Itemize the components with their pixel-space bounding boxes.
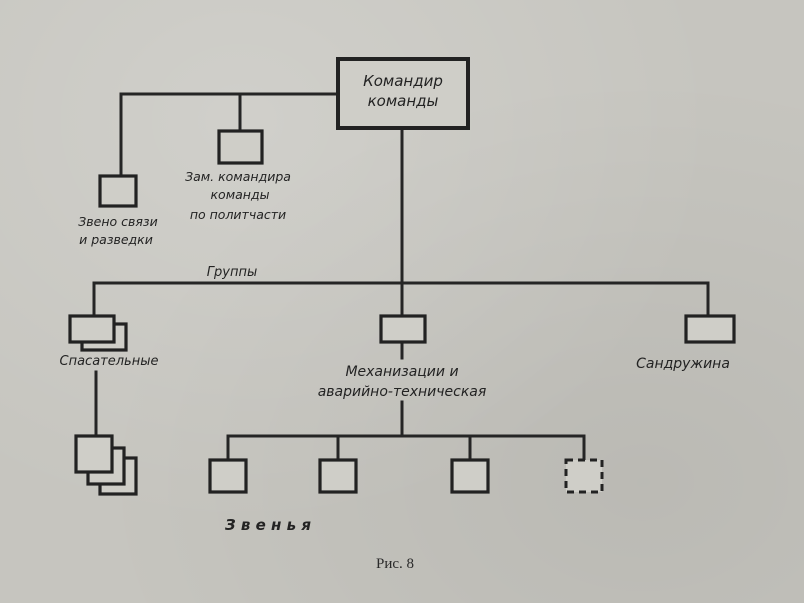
unit-box-3 [450, 458, 490, 494]
commander-box [336, 57, 470, 130]
commander-label-line2: команды [368, 92, 439, 110]
rescue-label: Спасательные [60, 354, 159, 369]
rescue-unit-front [74, 434, 114, 474]
medical-label: Сандружина [636, 356, 730, 372]
deputy-box [217, 129, 264, 165]
commander-label-line1: Командир [363, 72, 443, 90]
units-label: З в е н ь я [225, 516, 311, 534]
unit-box-2 [318, 458, 358, 494]
connector-top [119, 92, 340, 178]
mechanization-box [379, 314, 427, 344]
deputy-label-line3: по политчасти [190, 207, 286, 222]
recon-label-line1: Звено связи [78, 214, 157, 229]
medical-box [684, 314, 736, 344]
rescue-box-front [68, 314, 116, 344]
recon-label-line2: и разведки [79, 232, 153, 247]
groups-label: Группы [207, 265, 257, 280]
figure-caption: Рис. 8 [376, 556, 414, 572]
mechanization-label-line2: аварийно-техническая [318, 384, 487, 400]
unit-box-1 [208, 458, 248, 494]
recon-box [98, 174, 138, 208]
unit-box-4-dashed [564, 458, 604, 494]
mechanization-label-line1: Механизации и [345, 364, 458, 380]
deputy-label-line2: команды [211, 187, 270, 202]
deputy-label-line1: Зам. командира [185, 169, 291, 184]
